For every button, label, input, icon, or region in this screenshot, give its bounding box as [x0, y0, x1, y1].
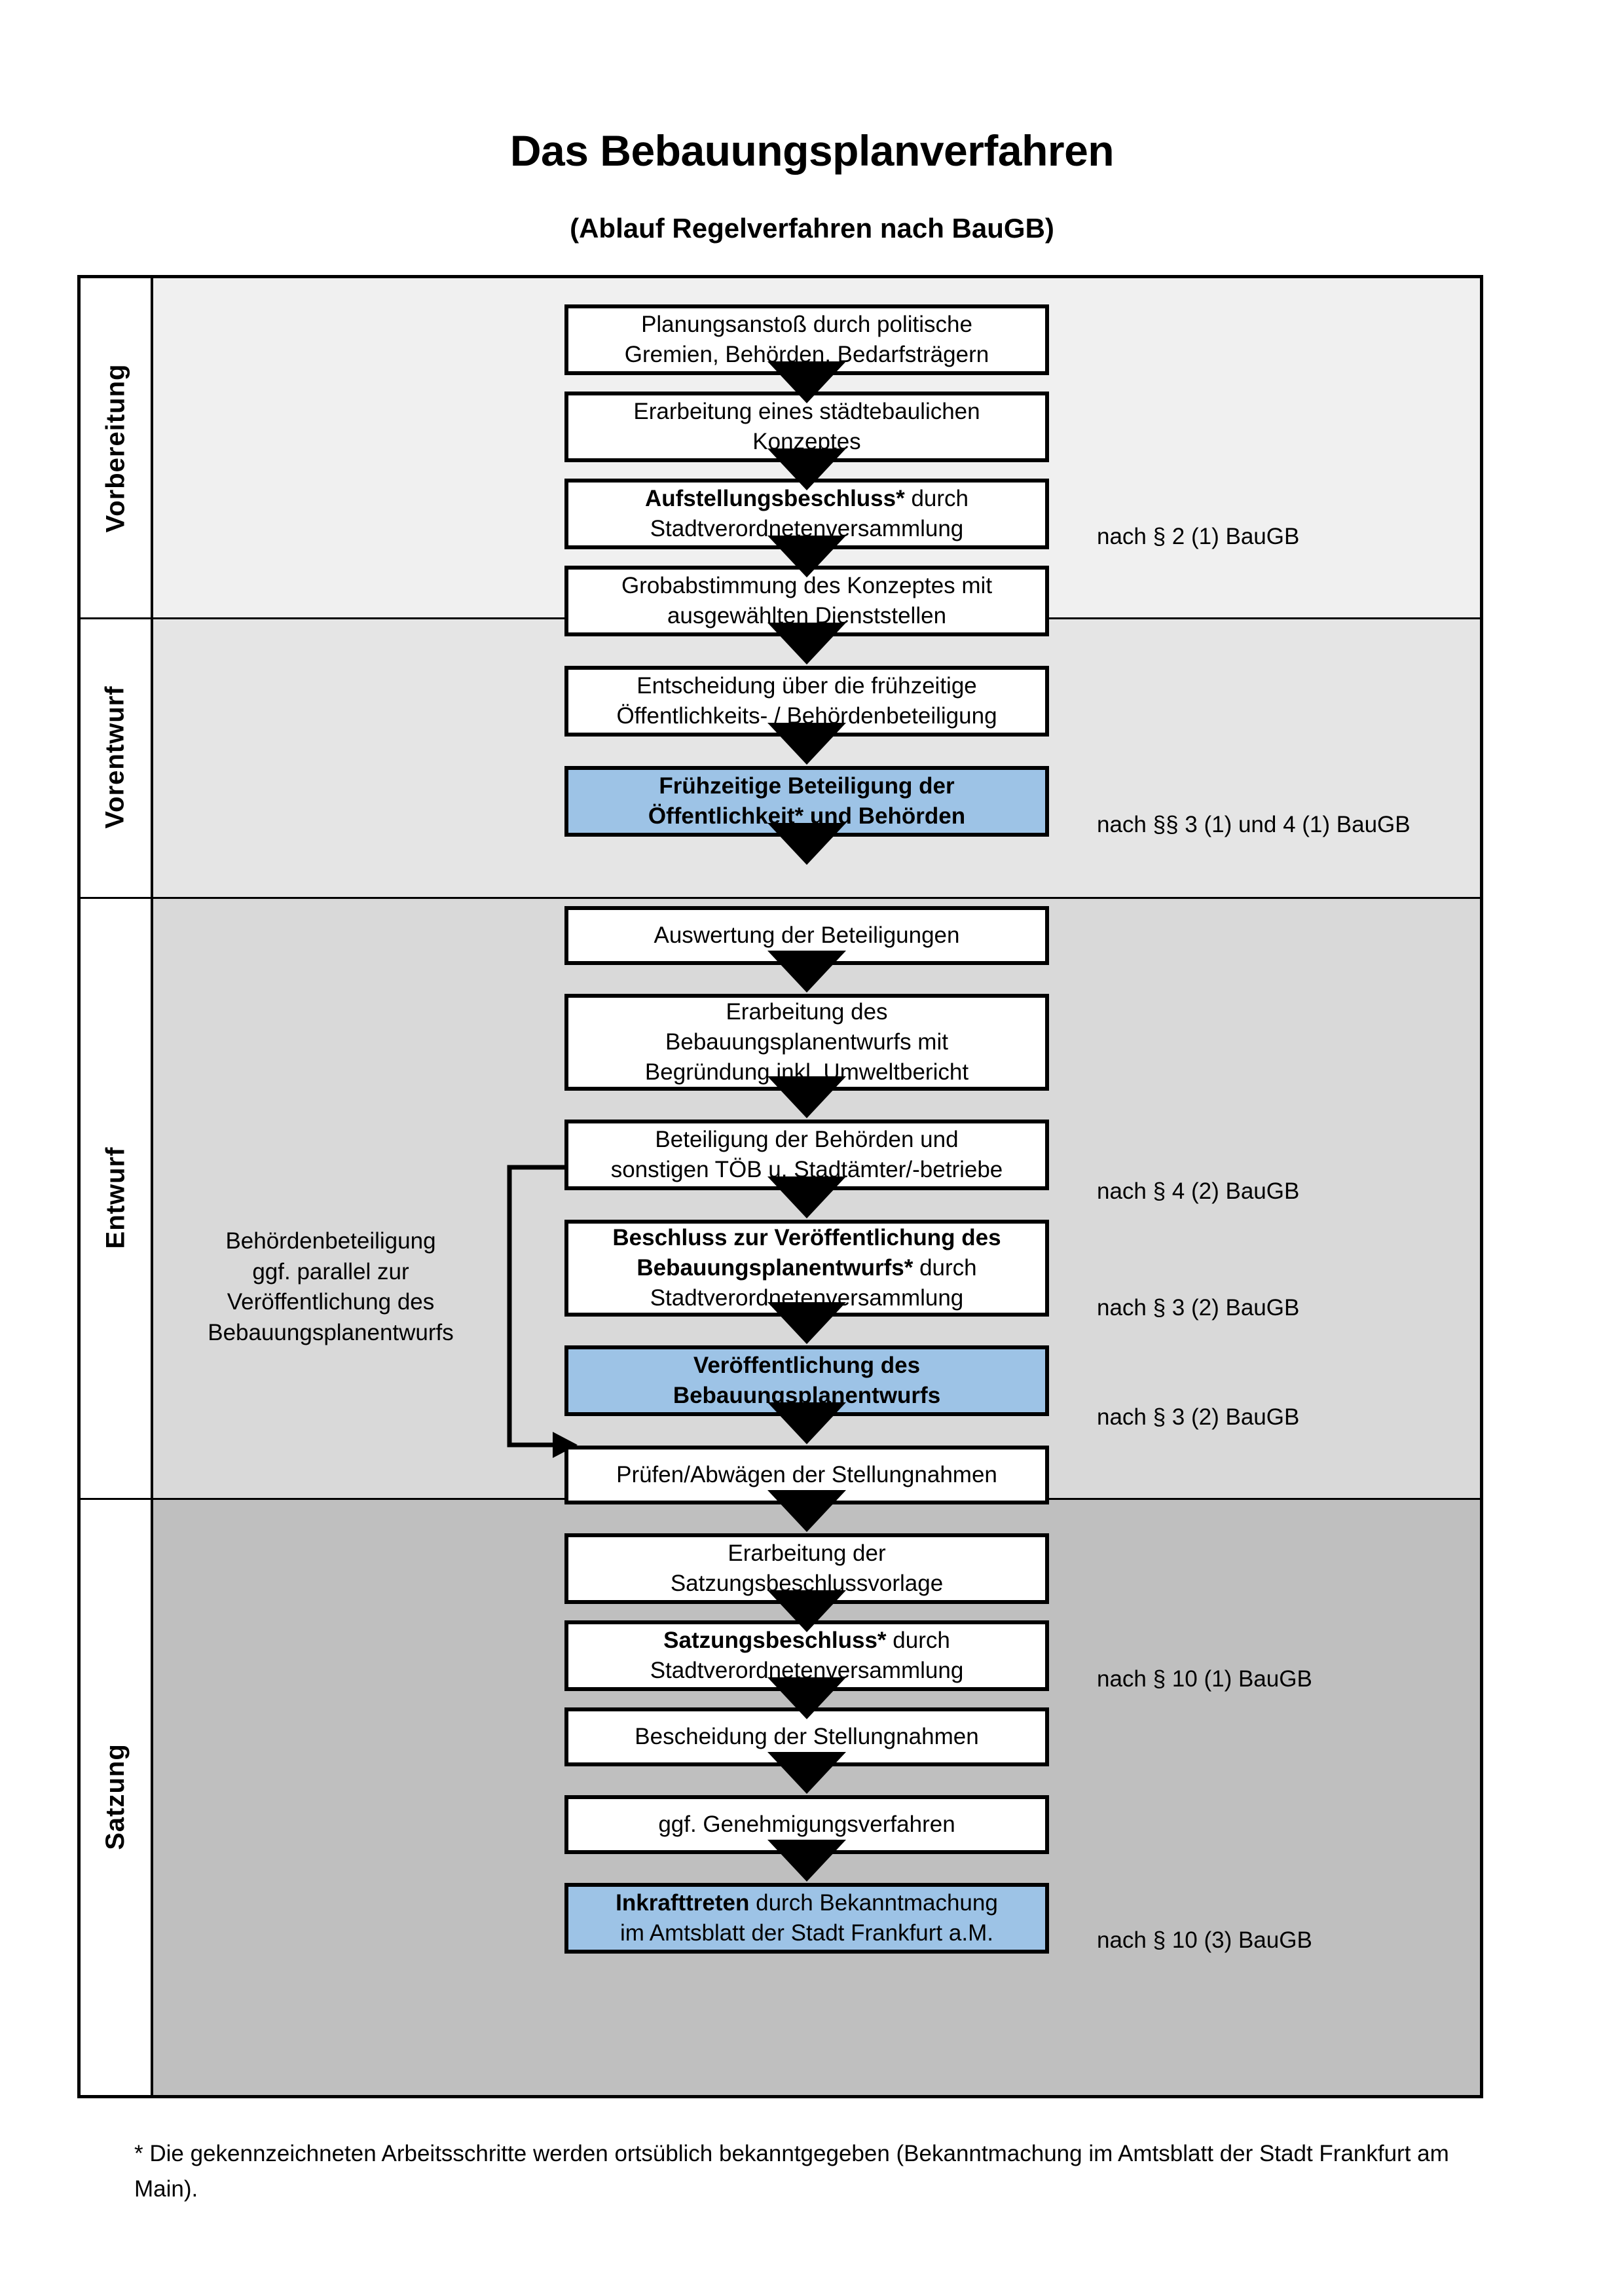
node-text: Bescheidung der Stellungnahmen	[635, 1723, 979, 1749]
flow-arrow-8	[767, 1076, 846, 1118]
law-ref-aufstellungsbeschluss: nach § 2 (1) BauGB	[1097, 524, 1300, 549]
sidenote-parallel-beteiligung: Behördenbeteiligung ggf. parallel zur Ve…	[208, 1228, 454, 1345]
node-text: Prüfen/Abwägen der Stellungnahmen	[616, 1461, 997, 1487]
parallel-loop-connector	[507, 1165, 578, 1458]
law-ref-satzungsbeschluss: nach § 10 (1) BauGB	[1097, 1666, 1312, 1692]
phase-label-text: Vorbereitung	[101, 363, 130, 532]
phase-label-text: Entwurf	[101, 1146, 130, 1248]
flow-arrow-12	[767, 1490, 846, 1532]
node-text: Auswertung der Beteiligungen	[654, 922, 960, 948]
law-ref-beschluss-veroeffentlichung: nach § 3 (2) BauGB	[1097, 1295, 1300, 1321]
flow-arrow-2	[767, 448, 846, 490]
phase-label-entwurf: Entwurf	[81, 897, 151, 1498]
phase-label-vorentwurf: Vorentwurf	[81, 617, 151, 897]
flow-arrow-1	[767, 361, 846, 403]
phase-label-satzung: Satzung	[81, 1498, 151, 2095]
flow-arrow-6	[767, 823, 846, 865]
law-ref-beteiligung-behoerden: nach § 4 (2) BauGB	[1097, 1178, 1300, 1204]
flow-arrow-9	[767, 1176, 846, 1218]
phase-label-text: Vorentwurf	[101, 685, 130, 829]
law-ref-veroeffentlichung: nach § 3 (2) BauGB	[1097, 1404, 1300, 1430]
flow-arrow-7	[767, 951, 846, 993]
flow-arrow-16	[767, 1840, 846, 1882]
footnote: * Die gekennzeichneten Arbeitsschritte w…	[134, 2141, 1449, 2202]
flow-arrow-5	[767, 723, 846, 765]
flow-arrow-10	[767, 1302, 846, 1344]
law-ref-fruehzeitige-beteiligung: nach §§ 3 (1) und 4 (1) BauGB	[1097, 812, 1411, 837]
law-ref-inkrafttreten: nach § 10 (3) BauGB	[1097, 1927, 1312, 1953]
node-text: ggf. Genehmigungsverfahren	[658, 1811, 955, 1837]
flow-arrow-15	[767, 1752, 846, 1794]
flow-arrow-4	[767, 623, 846, 665]
page-title: Das Bebauungsplanverfahren	[509, 126, 1115, 175]
page-subtitle: (Ablauf Regelverfahren nach BauGB)	[570, 213, 1054, 244]
label-column-divider	[151, 278, 153, 2095]
phase-separator-2	[81, 897, 1480, 899]
phase-label-text: Satzung	[101, 1743, 130, 1850]
phase-label-vorbereitung: Vorbereitung	[81, 278, 151, 617]
flow-arrow-3	[767, 536, 846, 577]
flow-arrow-11	[767, 1402, 846, 1444]
flow-arrow-13	[767, 1590, 846, 1632]
flow-arrow-14	[767, 1677, 846, 1719]
